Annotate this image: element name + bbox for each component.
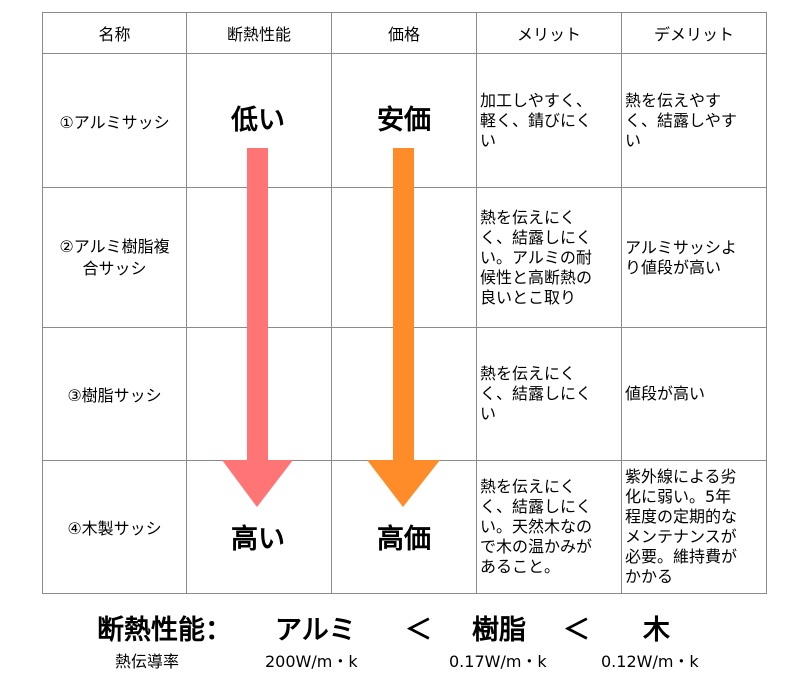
row-demerit: 紫外線による劣 化に弱い。5年 程度の定期的な メンテナンスが 必要。維持費が … [621, 460, 767, 594]
row-merit: 熱を伝えにく く、結露しにく い。アルミの耐 候性と高断熱の 良いとこ取り [476, 187, 622, 328]
table-header-row: 名称 断熱性能 価格 メリット デメリット [42, 12, 767, 54]
price-cheap-label: 安価 [377, 105, 431, 136]
row-name: ④木製サッシ [42, 460, 187, 594]
table-row: ②アルミ樹脂複 合サッシ 熱を伝えにく く、結露しにく い。アルミの耐 候性と高… [42, 187, 767, 328]
footer-aluminum: アルミ [275, 615, 356, 646]
row-name: ③樹脂サッシ [42, 327, 187, 461]
footer-less-than-2: ＜ [563, 615, 590, 646]
wood-conductivity: 0.12W/m・k [601, 652, 699, 671]
row-merit: 熱を伝えにく く、結露しにく い [476, 327, 622, 461]
conductivity-label: 熱伝導率 [115, 652, 180, 671]
header-demerit: デメリット [621, 12, 767, 54]
row-demerit: 値段が高い [621, 327, 767, 461]
price-expensive-label: 高価 [377, 524, 431, 555]
row-demerit: アルミサッシよ り値段が高い [621, 187, 767, 328]
header-insulation: 断熱性能 [186, 12, 332, 54]
footer-resin: 樹脂 [472, 615, 526, 646]
price-arrow-icon [367, 148, 440, 507]
table-row: ①アルミサッシ 加工しやすく、 軽く、錆びにく い 熱を伝えやす く、結露しやす… [42, 53, 767, 188]
aluminum-conductivity: 200W/m・k [265, 652, 358, 671]
insulation-low-label: 低い [231, 105, 285, 136]
row-name: ①アルミサッシ [42, 53, 187, 188]
row-demerit: 熱を伝えやす く、結露しやす い [621, 53, 767, 188]
insulation-high-label: 高い [231, 524, 285, 555]
footer-wood: 木 [643, 615, 670, 646]
header-price: 価格 [331, 12, 477, 54]
resin-conductivity: 0.17W/m・k [449, 652, 547, 671]
header-name: 名称 [42, 12, 187, 54]
header-merit: メリット [476, 12, 622, 54]
insulation-arrow-icon [222, 148, 293, 507]
row-merit: 熱を伝えにく く、結露しにく い。天然木なの で木の温かみが あること。 [476, 460, 622, 594]
footer-title: 断熱性能： [97, 615, 232, 646]
row-name: ②アルミ樹脂複 合サッシ [42, 187, 187, 328]
sash-comparison-table: 名称 断熱性能 価格 メリット デメリット ①アルミサッシ 加工しやすく、 軽く… [42, 12, 767, 594]
row-merit: 加工しやすく、 軽く、錆びにく い [476, 53, 622, 188]
footer-less-than-1: ＜ [405, 615, 432, 646]
